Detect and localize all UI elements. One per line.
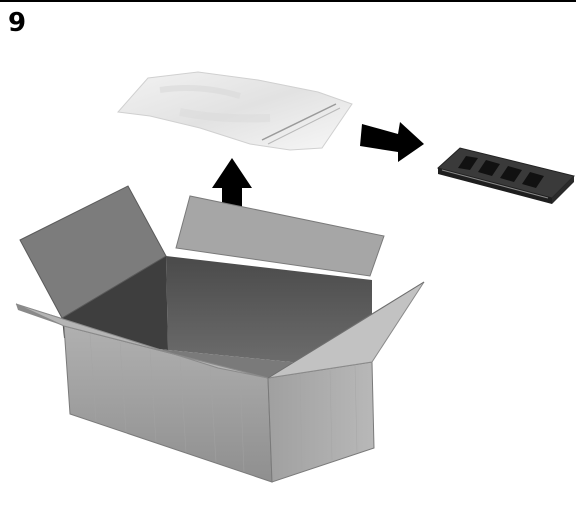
bag-icon (116, 71, 353, 151)
memory-module-icon (436, 147, 575, 204)
open-box-icon (15, 185, 425, 483)
right-arrow-icon (360, 122, 424, 162)
step-number: 9 (8, 8, 27, 38)
top-rule (0, 0, 576, 2)
